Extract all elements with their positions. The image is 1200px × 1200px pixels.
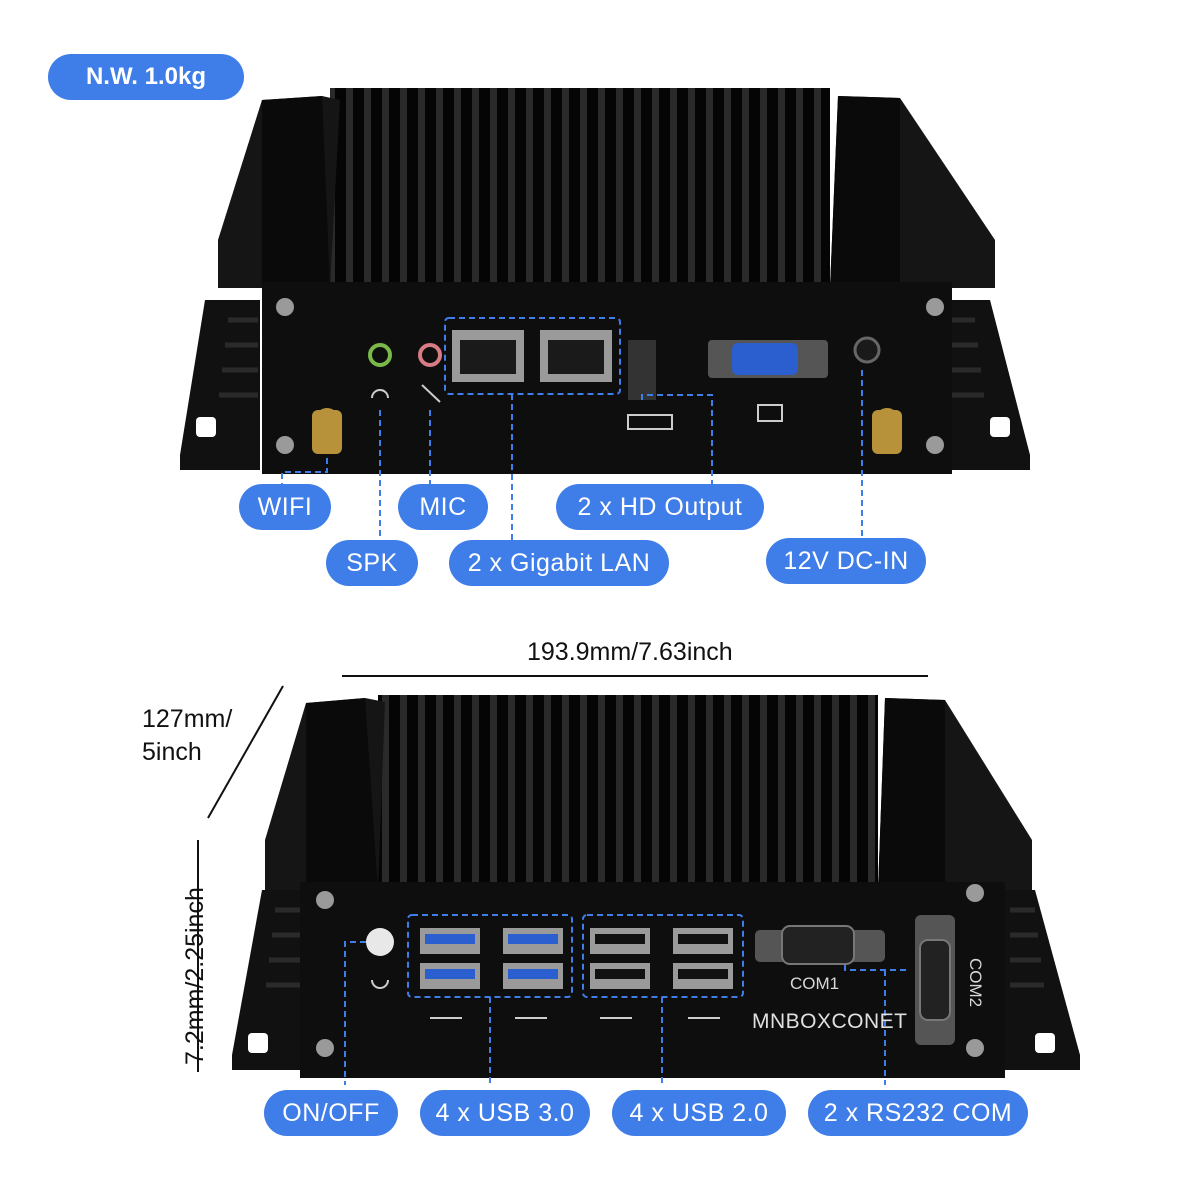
spk-label: SPK bbox=[326, 540, 418, 586]
dimension-lines bbox=[197, 675, 928, 1072]
mic-label: MIC bbox=[398, 484, 488, 530]
com2-mark: COM2 bbox=[966, 958, 985, 1008]
front-device bbox=[180, 88, 1030, 474]
com1-mark: COM1 bbox=[790, 974, 840, 993]
brand-mark: MNBOXCONET bbox=[752, 1010, 908, 1033]
usb3-label: 4 x USB 3.0 bbox=[420, 1090, 590, 1136]
weight-badge: N.W. 1.0kg bbox=[48, 54, 244, 100]
dc-in-label: 12V DC-IN bbox=[766, 538, 926, 584]
usb2-label: 4 x USB 2.0 bbox=[612, 1090, 786, 1136]
hd-output-label: 2 x HD Output bbox=[556, 484, 764, 530]
depth-dimension-line2: 5inch bbox=[142, 738, 202, 766]
height-dimension: 7.2mm/2.25inch bbox=[181, 887, 209, 1065]
back-device bbox=[232, 695, 1080, 1078]
back-callout-lines bbox=[344, 941, 908, 1085]
wifi-label: WIFI bbox=[239, 484, 331, 530]
rs232-com-label: 2 x RS232 COM bbox=[808, 1090, 1028, 1136]
on-off-label: ON/OFF bbox=[264, 1090, 398, 1136]
width-dimension: 193.9mm/7.63inch bbox=[527, 638, 733, 666]
front-callout-lines bbox=[281, 370, 863, 545]
depth-dimension-line1: 127mm/ bbox=[142, 705, 233, 733]
gigabit-lan-label: 2 x Gigabit LAN bbox=[449, 540, 669, 586]
